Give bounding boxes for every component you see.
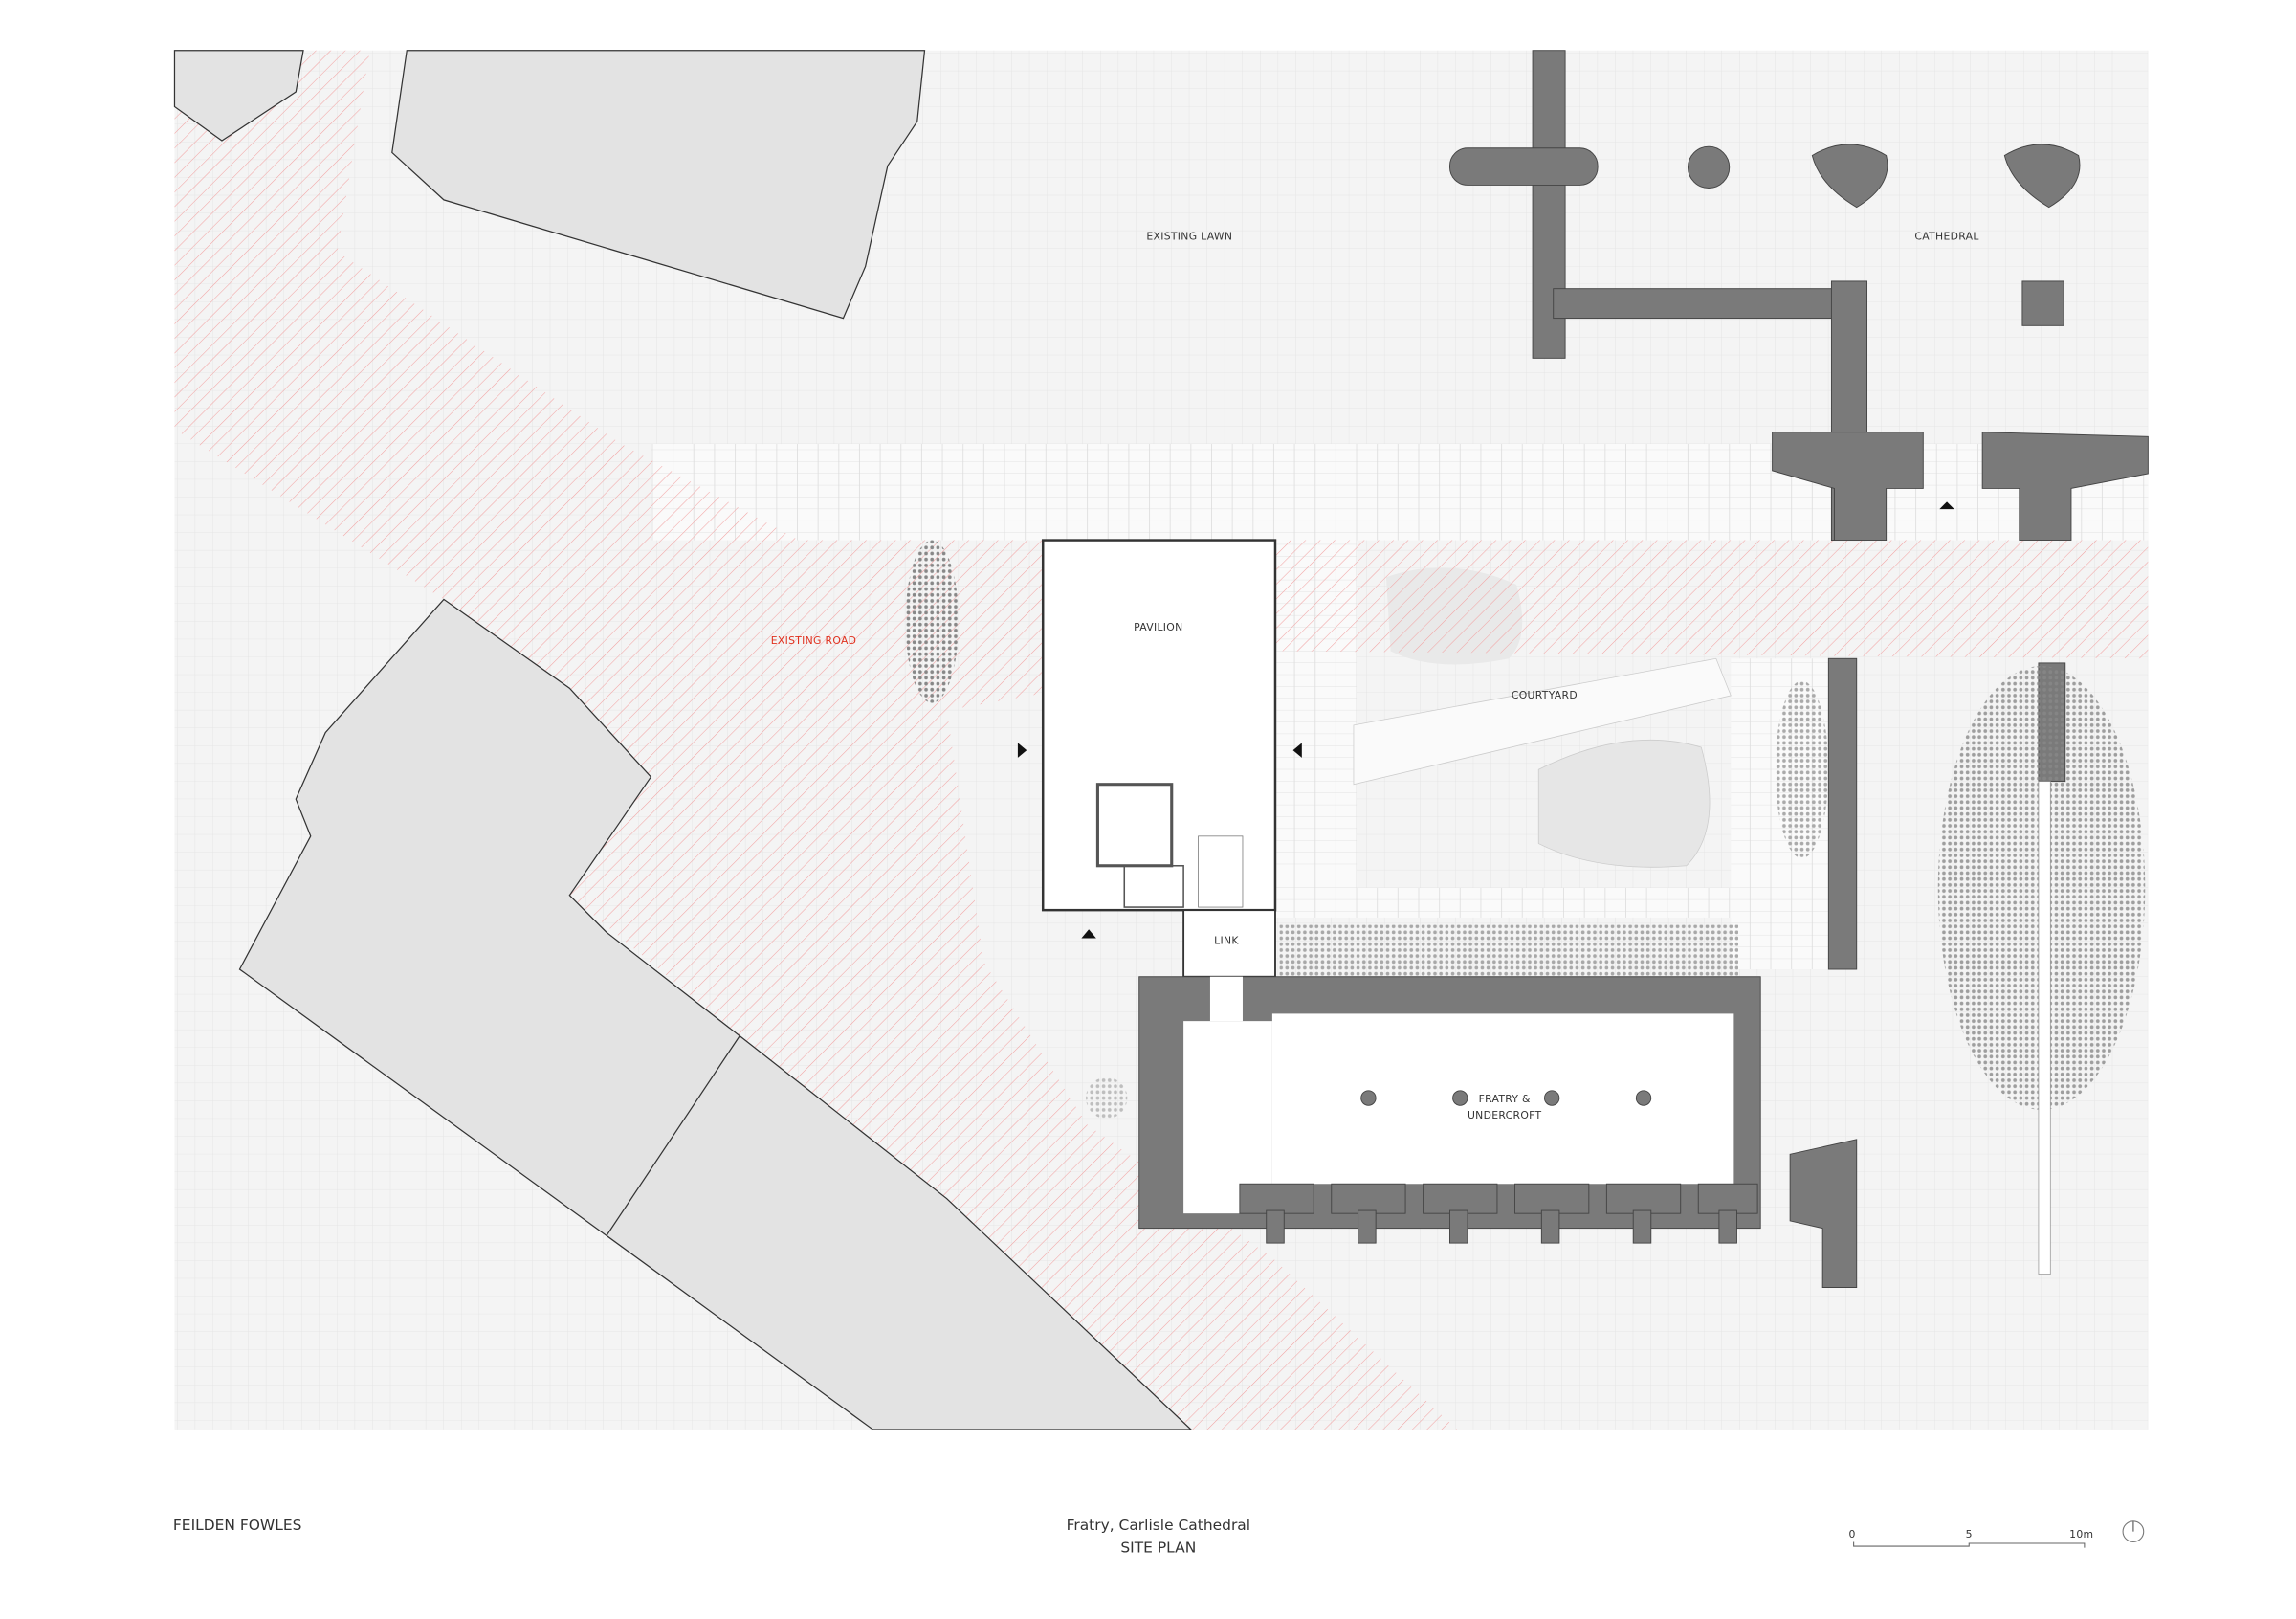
label-courtyard: COURTYARD xyxy=(1512,689,1578,701)
scale-tick-5: 5 xyxy=(1966,1528,1973,1541)
scale-tick-10m: 10m xyxy=(2069,1528,2093,1541)
project-title: Fratry, Carlisle Cathedral xyxy=(1067,1517,1250,1534)
planting-bed xyxy=(1279,924,1739,977)
lawn-patch xyxy=(1537,739,1711,868)
tree xyxy=(1775,680,1829,859)
label-cathedral: CATHEDRAL xyxy=(1914,231,1978,243)
tree xyxy=(905,540,960,703)
east-path xyxy=(2038,781,2051,1275)
label-existing-lawn: EXISTING LAWN xyxy=(1146,231,1232,243)
entrance-arrow-icon xyxy=(1292,743,1302,758)
pavilion xyxy=(1017,539,1302,939)
building-west-divider xyxy=(606,1035,740,1236)
entrance-arrow-icon xyxy=(1939,501,1954,510)
north-arrow-icon xyxy=(2122,1520,2145,1543)
label-fratry: FRATRY & xyxy=(1479,1093,1531,1105)
scale-bar: 0 5 10m xyxy=(1848,1528,2093,1548)
entrance-arrow-icon xyxy=(1017,743,1027,758)
entrance-arrow-icon xyxy=(1081,929,1096,939)
courtyard-path xyxy=(1353,657,1732,786)
scale-tick-0: 0 xyxy=(1848,1528,1855,1541)
sheet-title: SITE PLAN xyxy=(1120,1539,1196,1556)
courtyard-paving-south xyxy=(1274,887,1764,918)
label-existing-road: EXISTING ROAD xyxy=(771,634,857,647)
building-northwest xyxy=(173,50,304,142)
east-structure xyxy=(1789,1139,1858,1288)
label-link: LINK xyxy=(1214,935,1239,947)
building-north xyxy=(391,50,926,320)
fratry xyxy=(1138,976,1761,1244)
cathedral xyxy=(1449,50,2149,783)
practice-name: FEILDEN FOWLES xyxy=(173,1517,301,1534)
label-undercroft: UNDERCROFT xyxy=(1468,1109,1542,1121)
link xyxy=(1182,909,1276,978)
label-pavilion: PAVILION xyxy=(1134,621,1182,633)
east-wall xyxy=(1827,657,1858,970)
building-west xyxy=(238,598,1193,1430)
tree xyxy=(1086,1076,1128,1120)
